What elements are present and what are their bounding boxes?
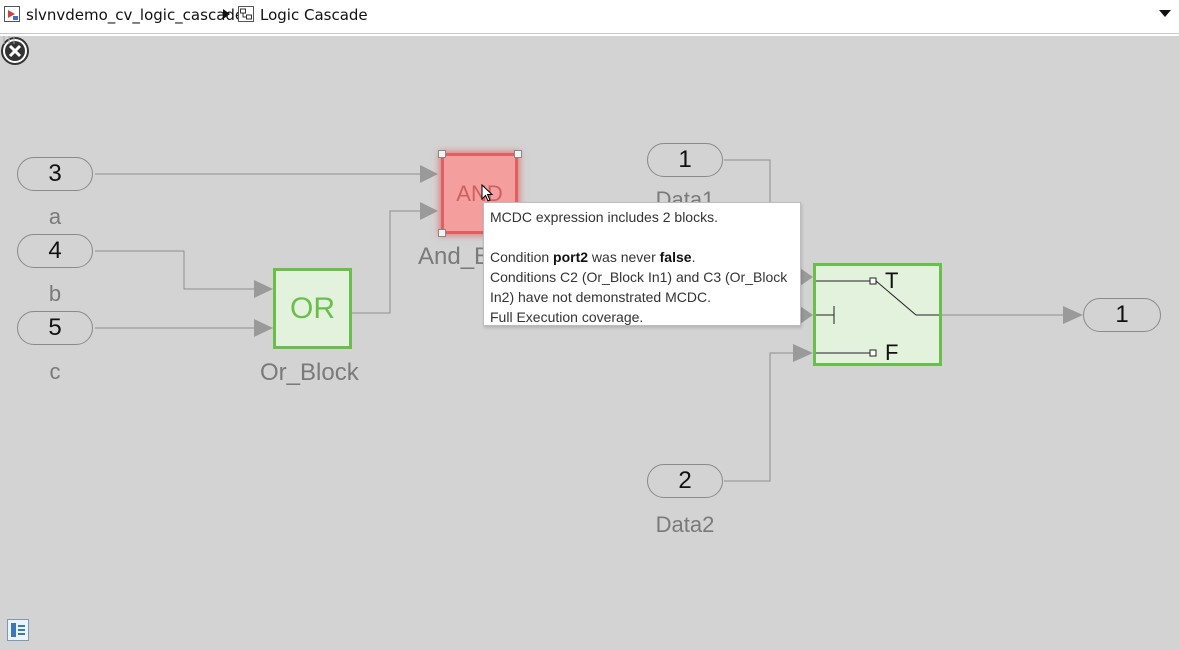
switch-true-label: T (885, 268, 899, 293)
model-canvas[interactable]: 3 a 4 b 5 c 1 Data1 2 Data2 1 OR Or_Bloc… (0, 36, 1179, 650)
inport-data1[interactable]: 1 (647, 143, 723, 177)
tooltip-execution: Full Execution coverage. (490, 309, 644, 325)
or-block[interactable]: OR (273, 268, 352, 349)
tooltip-summary: MCDC expression includes 2 blocks. (490, 209, 718, 225)
or-block-label: Or_Block (260, 359, 359, 386)
subsystem-icon[interactable] (238, 6, 254, 22)
inport-b-label: b (48, 281, 62, 306)
breadcrumb-subsystem[interactable]: Logic Cascade (260, 6, 368, 24)
inport-b[interactable]: 4 (17, 234, 93, 268)
selection-handle[interactable] (438, 229, 446, 237)
selection-handle[interactable] (438, 150, 446, 158)
close-icon[interactable] (0, 36, 30, 66)
switch-block[interactable]: T F (813, 263, 942, 366)
model-browser-icon[interactable] (7, 619, 29, 641)
selection-handle[interactable] (514, 150, 522, 158)
dropdown-icon[interactable] (1159, 10, 1171, 17)
tooltip-mcdc-detail: Conditions C2 (Or_Block In1) and C3 (Or_… (490, 269, 788, 305)
breadcrumb-model[interactable]: slvnvdemo_cv_logic_cascade (26, 6, 245, 24)
port-arrows (254, 165, 1083, 362)
resize-grip-icon[interactable] (0, 36, 20, 44)
tooltip-condition: Condition port2 was never false. (490, 249, 696, 265)
signal-lines (95, 159, 1083, 482)
mouse-cursor-icon (481, 184, 493, 202)
inport-data2[interactable]: 2 (647, 464, 723, 498)
inport-c[interactable]: 5 (17, 311, 93, 345)
breadcrumb-arrow-icon[interactable] (223, 9, 230, 19)
inport-a[interactable]: 3 (17, 157, 93, 191)
inport-data2-label: Data2 (655, 512, 715, 537)
inport-c-label: c (49, 359, 61, 384)
inport-a-label: a (48, 204, 62, 229)
breadcrumb-bar: slvnvdemo_cv_logic_cascade Logic Cascade (0, 0, 1179, 34)
switch-icon (816, 277, 939, 357)
model-icon[interactable] (4, 6, 20, 22)
switch-false-label: F (885, 340, 899, 365)
coverage-tooltip: MCDC expression includes 2 blocks. Condi… (483, 202, 801, 326)
outport-1[interactable]: 1 (1083, 298, 1161, 332)
